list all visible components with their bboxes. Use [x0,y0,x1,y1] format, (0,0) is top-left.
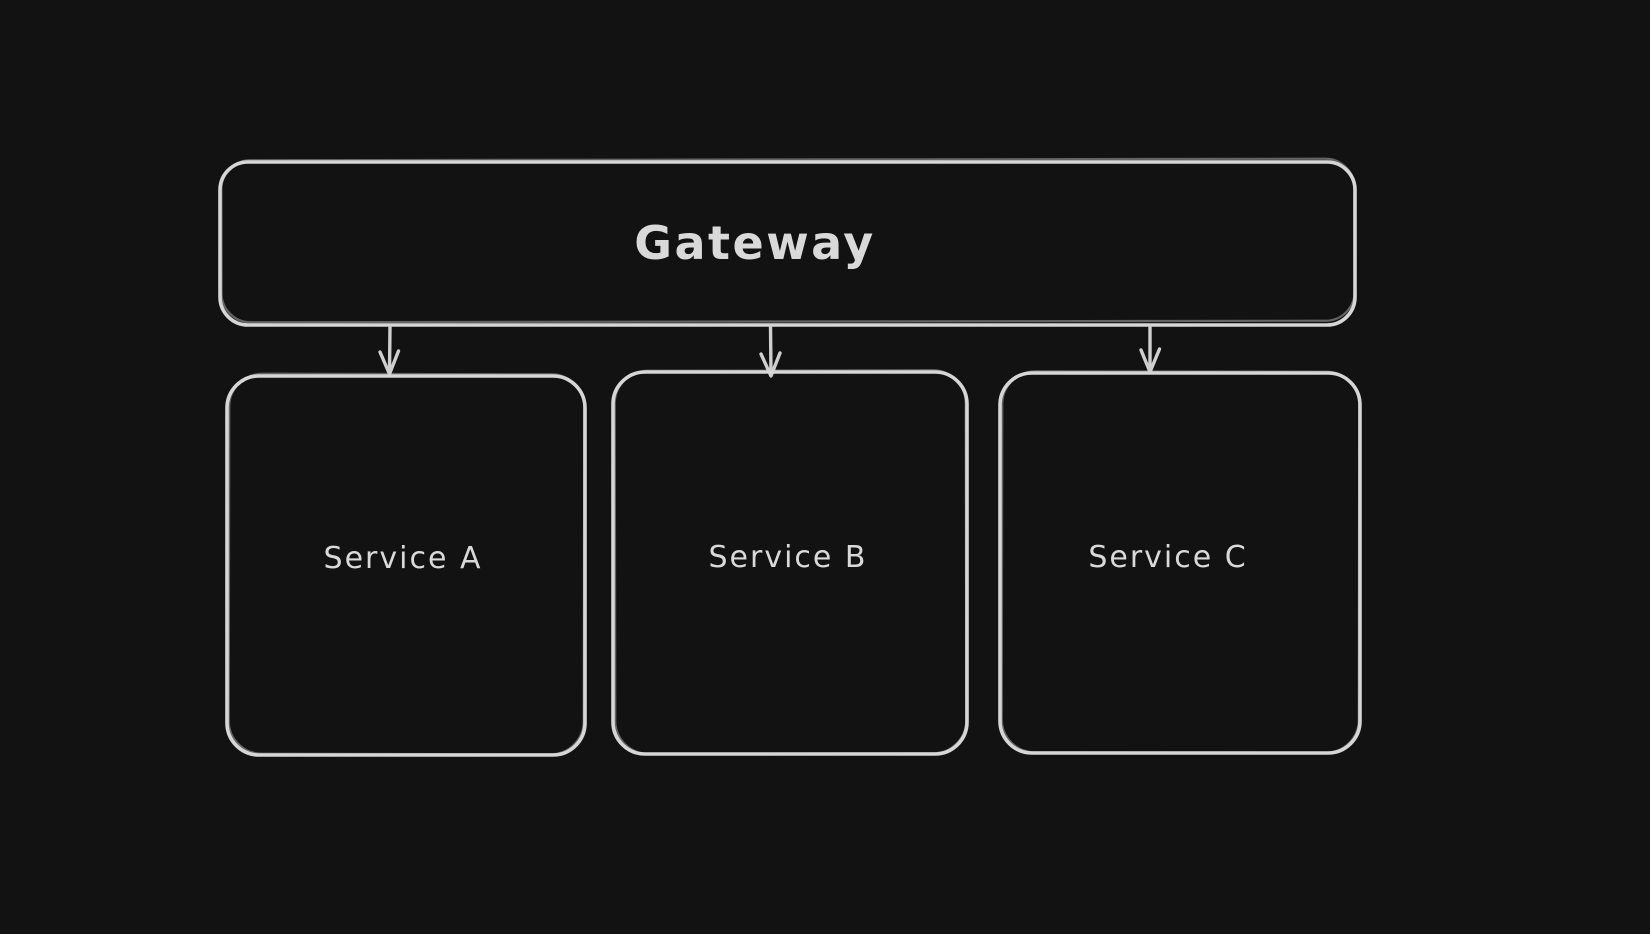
arrow-line [768,324,773,376]
service-c-box[interactable] [998,371,1362,755]
edge-gateway-service-c[interactable] [1139,324,1162,374]
service-b-box[interactable] [611,370,969,756]
node-service-a[interactable]: Service A [225,372,587,757]
service-b-label[interactable]: Service B [709,540,868,575]
node-gateway[interactable]: Gateway [218,157,1357,327]
service-a-box[interactable] [225,374,587,757]
gateway-box[interactable] [218,160,1357,327]
arrow-head-icon [759,351,782,378]
service-c-label[interactable]: Service C [1088,540,1247,575]
arrow-head-icon [378,349,401,376]
node-service-b[interactable]: Service B [611,369,969,756]
edge-gateway-service-b[interactable] [759,324,782,378]
arrow-line [387,324,392,374]
service-a-label[interactable]: Service A [324,541,483,576]
edge-gateway-service-a[interactable] [378,324,401,376]
gateway-label[interactable]: Gateway [634,216,876,270]
node-service-c[interactable]: Service C [998,370,1362,755]
